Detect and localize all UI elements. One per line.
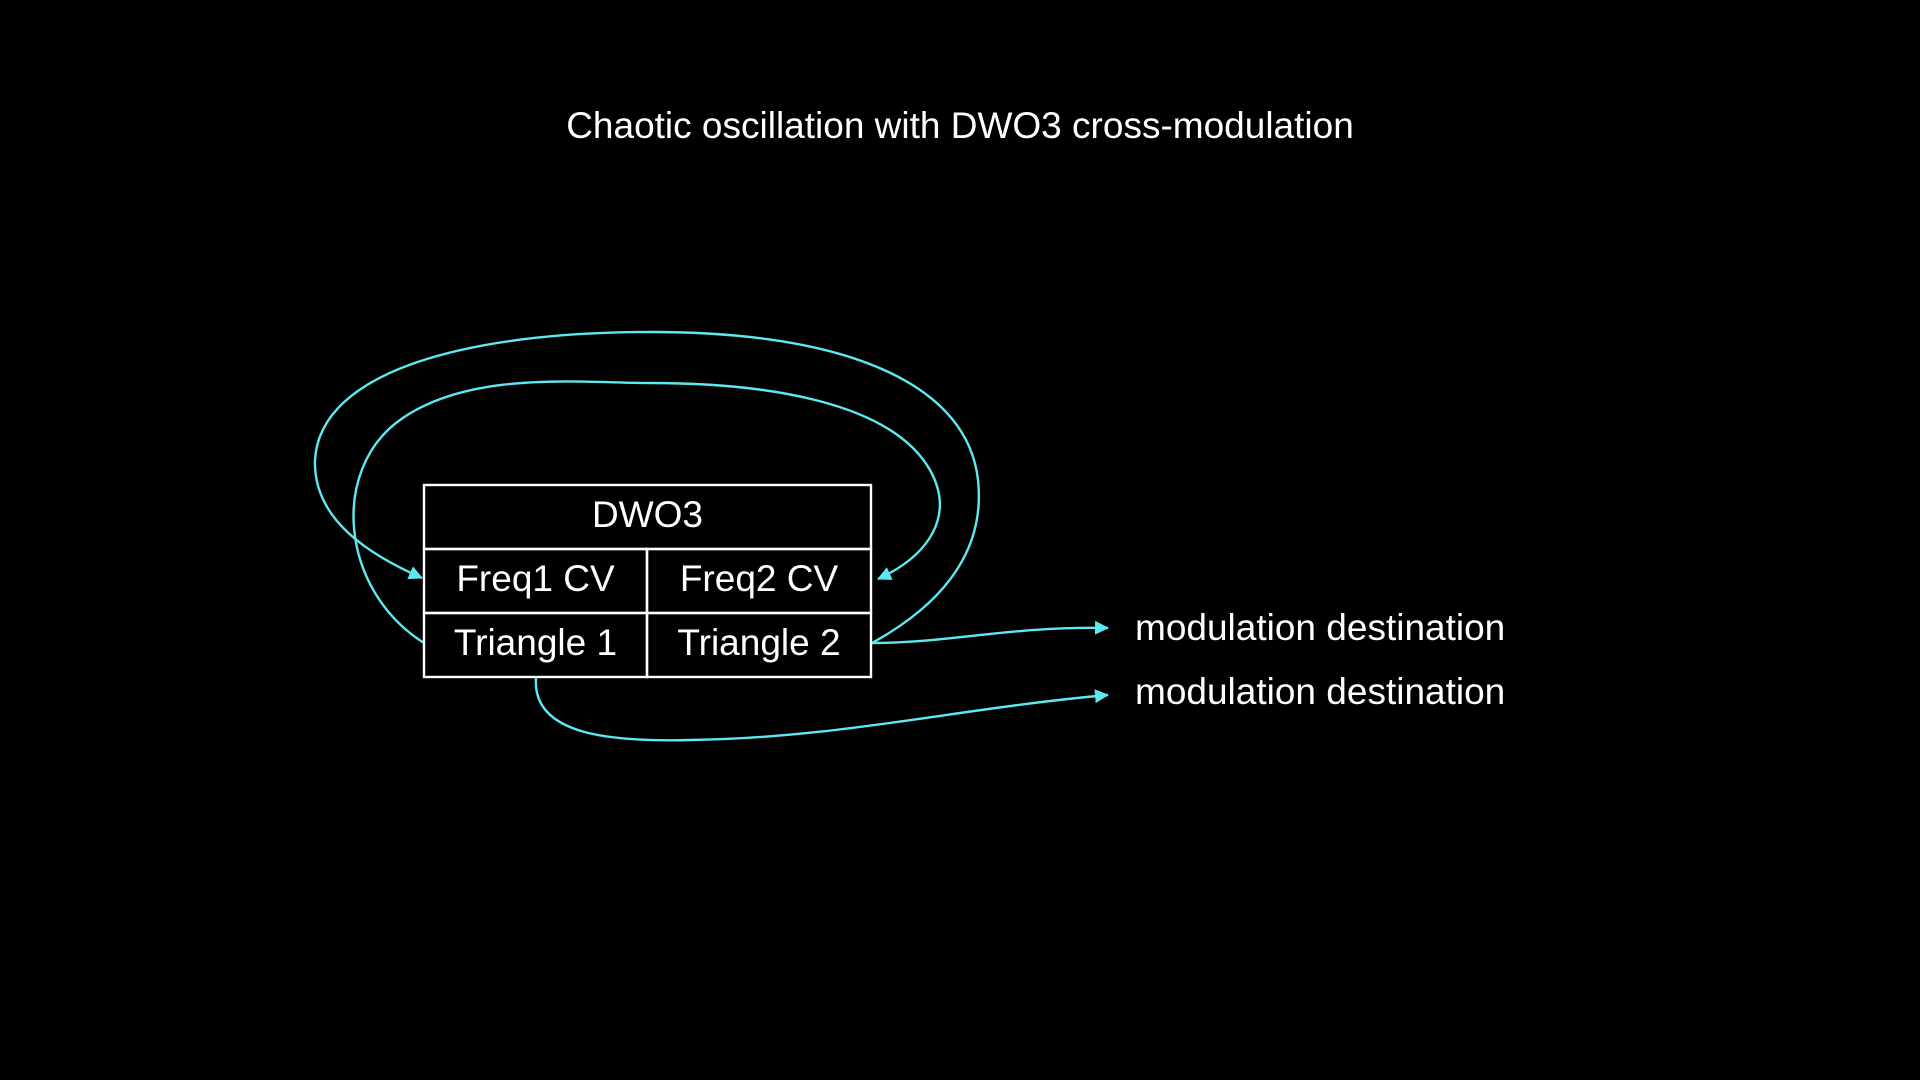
destination-label-1: modulation destination bbox=[1135, 607, 1505, 648]
edge-triangle1-to-destination-2 bbox=[534, 677, 1109, 742]
destination-label-2: modulation destination bbox=[1135, 671, 1505, 712]
port-triangle-1-label: Triangle 1 bbox=[454, 622, 617, 663]
edge-triangle2-to-destination-1 bbox=[871, 620, 1109, 645]
edge-triangle1-to-freq2cv bbox=[352, 380, 941, 645]
dwo3-module: DWO3 Freq1 CV Freq2 CV Triangle 1 Triang… bbox=[422, 483, 873, 679]
port-freq2-cv-label: Freq2 CV bbox=[680, 558, 839, 599]
module-name: DWO3 bbox=[592, 494, 703, 535]
edge-triangle2-to-freq1cv bbox=[313, 330, 981, 645]
port-triangle-2 bbox=[645, 611, 873, 679]
diagram-title: Chaotic oscillation with DWO3 cross-modu… bbox=[566, 105, 1354, 146]
connections bbox=[313, 330, 1109, 742]
port-freq1-cv-label: Freq1 CV bbox=[456, 558, 615, 599]
port-triangle-2-label: Triangle 2 bbox=[677, 622, 840, 663]
